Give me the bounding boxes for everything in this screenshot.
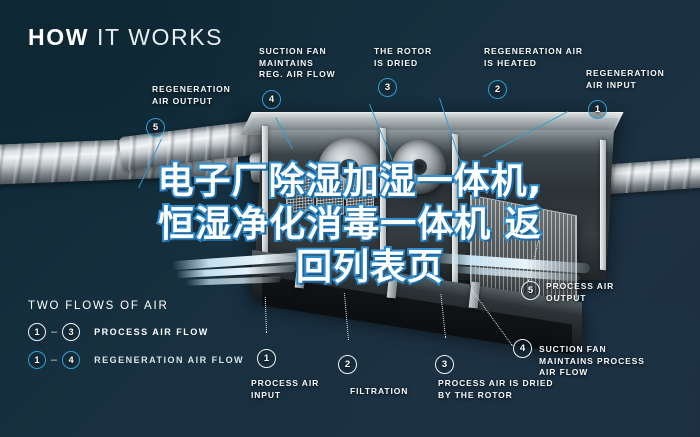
callout-label-regeneration-air-input: REGENERATION AIR INPUT	[586, 68, 665, 90]
legend-marker-to-4: 4	[62, 351, 81, 369]
callout-marker-5-process-output[interactable]: 5	[521, 281, 540, 300]
page-title-normal: IT WORKS	[89, 24, 224, 50]
callout-label-regeneration-air-heated: REGENERATION AIR IS HEATED	[484, 46, 583, 68]
callout-label-rotor-is-dried: THE ROTOR IS DRIED	[374, 46, 433, 68]
legend-row-regeneration-air-flow: 1 – 4 REGENERATION AIR FLOW	[28, 351, 244, 369]
callout-marker-2-regeneration-heated[interactable]: 2	[488, 80, 507, 99]
callout-label-process-air-input: PROCESS AIR INPUT	[251, 378, 320, 400]
desiccant-rotor-secondary	[392, 140, 446, 194]
legend-heading: TWO FLOWS OF AIR	[28, 300, 169, 312]
cabinet-top-band	[247, 118, 619, 130]
page-title-bold: HOW	[28, 24, 90, 50]
legend-label-regeneration-air-flow: REGENERATION AIR FLOW	[94, 355, 245, 365]
callout-marker-3-rotor-dried[interactable]: 3	[378, 78, 397, 97]
rotor-hub	[339, 159, 359, 179]
legend: TWO FLOWS OF AIR 1 – 3 PROCESS AIR FLOW …	[28, 300, 244, 379]
legend-dash: –	[51, 354, 58, 366]
overlay-line-3: 回列表页	[294, 245, 445, 290]
callout-marker-1-regeneration-input[interactable]: 1	[588, 100, 607, 119]
callout-label-suction-fan-reg: SUCTION FAN MAINTAINS REG. AIR FLOW	[259, 46, 336, 79]
callout-label-process-air-dried: PROCESS AIR IS DRIED BY THE ROTOR	[438, 378, 554, 400]
callout-label-process-air-output: PROCESS AIR OUTPUT	[546, 281, 615, 303]
callout-marker-3-process-dried[interactable]: 3	[435, 355, 454, 374]
callout-label-filtration: FILTRATION	[350, 386, 409, 396]
callout-label-suction-fan-process: SUCTION FAN MAINTAINS PROCESS AIR FLOW	[539, 344, 645, 377]
callout-marker-1-process-input[interactable]: 1	[257, 349, 276, 368]
legend-row-process-air-flow: 1 – 3 PROCESS AIR FLOW	[28, 323, 244, 341]
rotor-hub	[411, 159, 427, 175]
overlay-line-1: 电子厂除湿加湿一体机,	[156, 159, 544, 204]
callout-label-regeneration-air-output: REGENERATION AIR OUTPUT	[152, 84, 231, 106]
chinese-overlay-headline: 电子厂除湿加湿一体机, 恒湿净化消毒一体机 返 回列表页	[0, 159, 700, 290]
page-title: HOW IT WORKS	[28, 24, 223, 51]
callout-marker-4-regeneration-suction[interactable]: 4	[262, 90, 281, 109]
callout-marker-2-filtration[interactable]: 2	[338, 355, 357, 374]
legend-marker-from-1: 1	[28, 323, 46, 341]
callout-marker-4-process-suction[interactable]: 4	[513, 339, 532, 358]
legend-marker-to-3: 3	[62, 323, 81, 341]
callout-marker-5-regeneration-output[interactable]: 5	[146, 118, 165, 137]
legend-marker-from-1: 1	[28, 351, 46, 369]
legend-dash: –	[51, 326, 58, 338]
legend-label-process-air-flow: PROCESS AIR FLOW	[94, 327, 209, 337]
overlay-line-2: 恒湿净化消毒一体机 返	[156, 202, 543, 247]
